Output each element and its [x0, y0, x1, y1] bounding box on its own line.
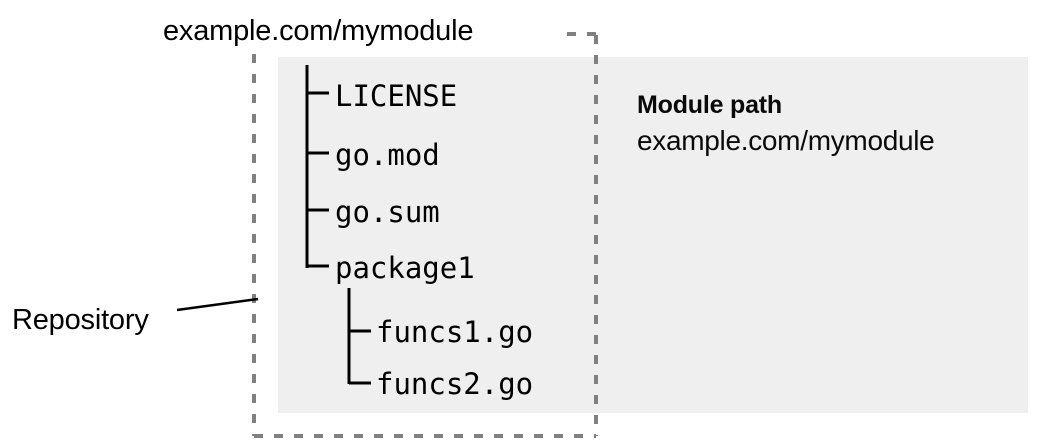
annotation-title: Module path [637, 91, 783, 119]
tree-item-go-mod: go.mod [335, 138, 440, 172]
tree-item-funcs2-go: funcs2.go [376, 367, 534, 401]
tree-item-package1: package1 [335, 251, 475, 285]
file-tree: LICENSE go.mod go.sum package1 funcs1.go… [305, 62, 605, 407]
tree-item-funcs1-go: funcs1.go [376, 315, 534, 349]
module-panel [278, 57, 1028, 413]
module-title: example.com/mymodule [163, 15, 474, 47]
tree-connectors [305, 65, 371, 385]
tree-item-license: LICENSE [335, 79, 458, 113]
repository-label: Repository [12, 304, 149, 336]
repository-leader-line [176, 297, 259, 312]
annotation-value: example.com/mymodule [637, 125, 935, 156]
module-path-annotation: Module path example.com/mymodule [637, 90, 1017, 157]
tree-item-go-sum: go.sum [335, 195, 440, 229]
